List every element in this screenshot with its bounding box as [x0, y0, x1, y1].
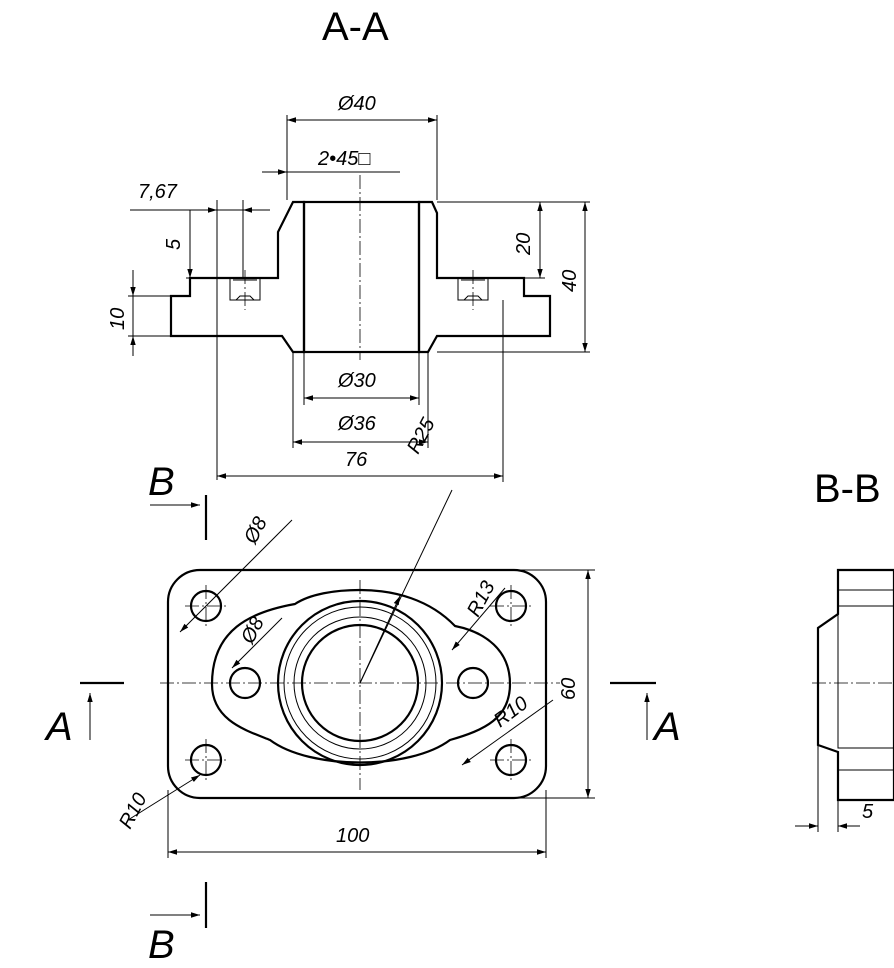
- aa-body-right: [417, 200, 552, 354]
- dim-dia-8-mid: Ø8: [237, 613, 269, 648]
- plan-view: R25 Ø8 Ø8 R13 R10 R10 60 100 A A: [44, 414, 681, 967]
- dim-chamfer: 2•45□: [317, 148, 370, 170]
- section-aa: A-A Ø40 2•45□: [107, 5, 590, 482]
- section-bb-title: B-B: [814, 467, 881, 511]
- dim-60: 60: [558, 678, 580, 700]
- dim-dia-30: Ø30: [337, 370, 376, 392]
- svg-text:B: B: [148, 923, 175, 967]
- dim-100: 100: [336, 825, 369, 847]
- section-marker-a-right: A: [610, 681, 681, 749]
- dim-10: 10: [107, 308, 129, 330]
- svg-text:A: A: [44, 705, 73, 749]
- svg-text:A: A: [652, 705, 681, 749]
- dim-dia-36: Ø36: [337, 413, 377, 435]
- section-marker-b-top: B: [148, 460, 208, 540]
- section-bb: B-B 5: [795, 467, 894, 832]
- dim-dia-8-top: Ø8: [240, 513, 272, 548]
- section-marker-a-left: A: [44, 681, 124, 749]
- section-aa-title: A-A: [322, 5, 389, 49]
- dim-5: 5: [163, 238, 185, 250]
- dim-r13: R13: [463, 578, 500, 621]
- plan-plate: [166, 568, 548, 800]
- section-marker-b-bottom: B: [148, 882, 208, 967]
- dim-76: 76: [345, 449, 368, 471]
- svg-text:B: B: [148, 460, 175, 504]
- dim-dia-40: Ø40: [337, 93, 376, 115]
- dim-r10-left: R10: [115, 790, 152, 833]
- dim-5-bb: 5: [862, 801, 874, 823]
- dim-r10-right: R10: [490, 692, 533, 732]
- aa-body-left: [169, 200, 306, 354]
- dim-40-height: 40: [559, 270, 581, 292]
- dim-20: 20: [513, 233, 535, 256]
- plan-boss: [210, 588, 512, 764]
- dim-r25: R25: [403, 414, 440, 457]
- dim-767: 7,67: [138, 181, 178, 203]
- aa-bore: [302, 200, 421, 354]
